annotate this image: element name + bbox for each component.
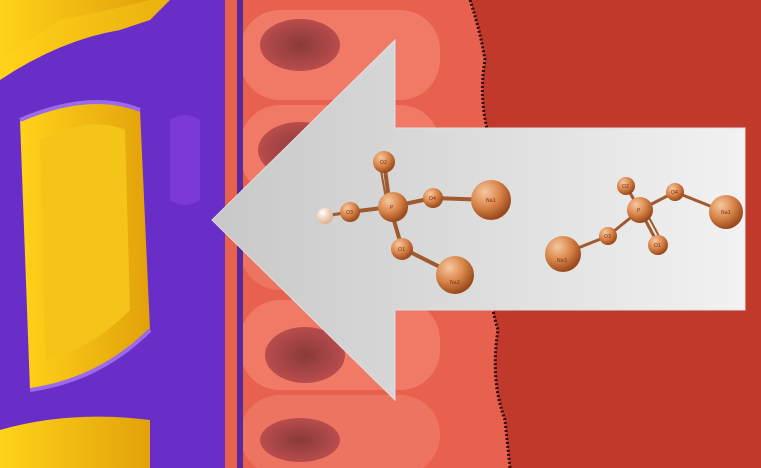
molecule-right: Na3 O3 P O4 Na1 O1 O2 [545,177,743,272]
label-na1: Na1 [486,198,496,204]
label-o2: O2 [380,160,387,166]
atom-o1 [391,238,413,260]
atom-o2-right [617,177,635,195]
atom-o2 [373,151,395,173]
label-p: P [390,205,393,211]
label-o1-right: O1 [654,243,661,249]
atom-h [317,208,333,224]
label-na3: Na3 [557,258,567,264]
arrow-shape [211,38,746,402]
label-o4: O4 [429,196,436,202]
atom-o4-right [666,183,684,201]
label-na1-right: Na1 [721,210,731,216]
atom-o1-right [648,235,668,255]
label-o2-right: O2 [622,184,629,190]
label-o1: O1 [398,247,405,253]
atom-na1 [471,180,511,220]
label-o3: O3 [346,210,353,216]
atom-na1-right [709,195,743,229]
atom-na2 [436,256,474,294]
label-o4-right: O4 [671,190,678,196]
atom-na3 [545,236,581,272]
atom-o4 [423,188,443,208]
label-o3-right: O3 [604,234,611,240]
atom-p [378,192,408,222]
molecule-left: O2 O3 P O4 Na1 O1 Na2 [317,151,511,294]
label-na2: Na2 [450,280,460,286]
atom-o3-right [599,227,617,245]
label-p-right: P [637,208,640,214]
atom-p-right [627,197,653,223]
atom-o3 [340,202,360,222]
purple-membrane [0,0,240,468]
